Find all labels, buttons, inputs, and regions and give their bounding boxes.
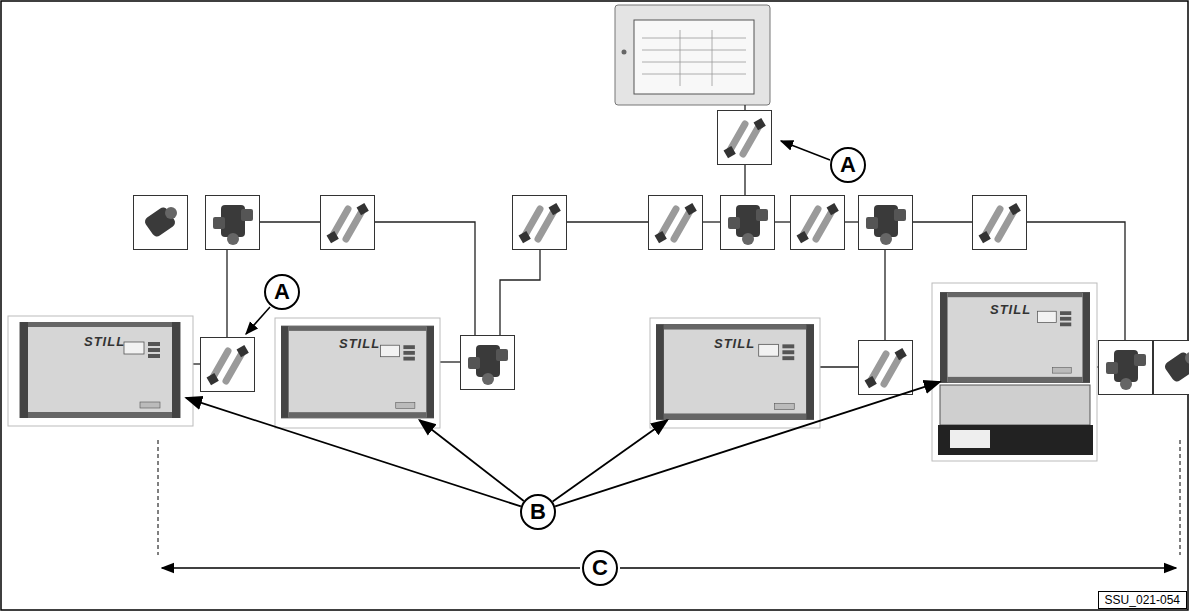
callout-letter: B	[520, 494, 556, 530]
brand-logo: STILL	[990, 302, 1031, 317]
callout-letter-text: A	[274, 281, 290, 303]
figure-code: SSU_021-054	[1098, 591, 1187, 609]
callout-letter-text: A	[840, 154, 856, 176]
pointer-arrow	[186, 398, 521, 507]
brand-logo: STILL	[84, 334, 125, 349]
callout-letter-text: B	[530, 501, 546, 523]
pointer-arrow	[555, 382, 940, 507]
callout-letter: A	[830, 147, 866, 183]
callout-letter: A	[264, 274, 300, 310]
charger-unit: STILL	[281, 324, 434, 420]
charger-unit: STILL	[14, 322, 186, 418]
brand-logo: STILL	[339, 336, 380, 351]
callout-letter-text: C	[592, 557, 608, 579]
brand-logo: STILL	[714, 336, 755, 351]
charger-unit: STILL	[940, 290, 1090, 425]
charger-unit: STILL	[656, 324, 814, 420]
pointer-arrow	[419, 420, 523, 501]
callout-letter: C	[582, 550, 618, 586]
